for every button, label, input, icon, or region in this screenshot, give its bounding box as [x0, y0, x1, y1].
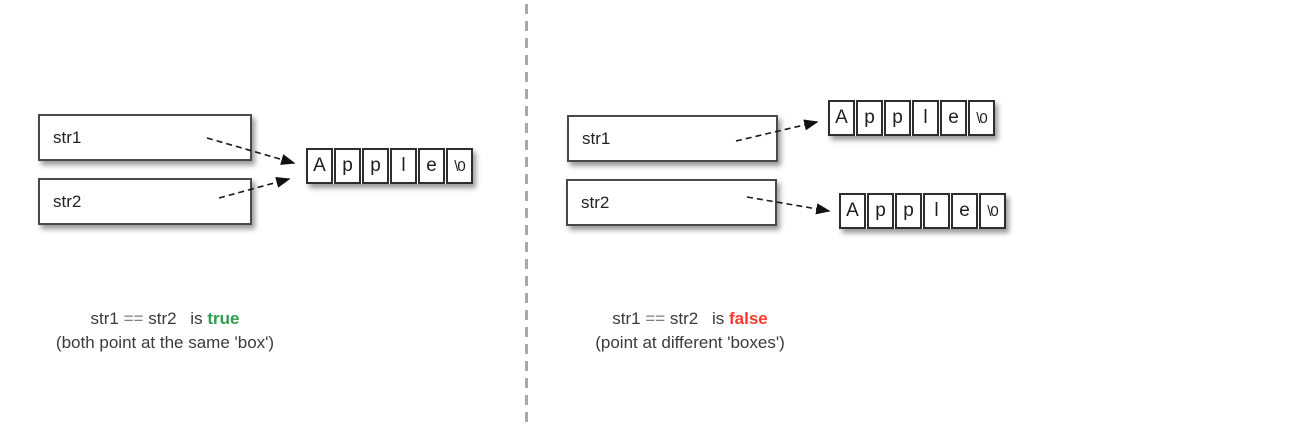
char-cell: A — [306, 148, 333, 184]
right-caption-result-false: false — [729, 309, 768, 328]
left-caption-result-true: true — [207, 309, 240, 328]
char-cell-null-terminator: \0 — [979, 193, 1006, 229]
char-cell: l — [923, 193, 950, 229]
char-cell: p — [856, 100, 883, 136]
char-cell: A — [828, 100, 855, 136]
left-str1-label: str1 — [53, 127, 82, 147]
equality-operator: == — [645, 309, 666, 328]
right-caption-line1: str1 == str2 is false — [530, 307, 850, 331]
char-cell-null-terminator: \0 — [968, 100, 995, 136]
right-str2-pointer-box: str2 — [566, 179, 777, 226]
left-caption-line1: str1 == str2 is true — [5, 307, 325, 331]
char-cell: p — [895, 193, 922, 229]
char-cell: p — [884, 100, 911, 136]
char-cell: p — [334, 148, 361, 184]
char-cell: p — [867, 193, 894, 229]
left-shared-char-array: A p p l e \0 — [306, 148, 473, 184]
right-top-char-array: A p p l e \0 — [828, 100, 995, 136]
right-str1-pointer-box: str1 — [567, 115, 778, 162]
right-bottom-char-array: A p p l e \0 — [839, 193, 1006, 229]
char-cell: p — [362, 148, 389, 184]
panel-divider-dashed-line — [525, 4, 528, 429]
char-cell: A — [839, 193, 866, 229]
right-caption-note: (point at different 'boxes') — [595, 333, 785, 352]
left-str2-pointer-box: str2 — [38, 178, 252, 225]
right-str2-label: str2 — [581, 192, 610, 212]
char-cell: e — [951, 193, 978, 229]
char-cell: l — [912, 100, 939, 136]
right-caption-lhs: str1 — [612, 309, 641, 328]
equality-operator: == — [123, 309, 144, 328]
left-caption-note: (both point at the same 'box') — [55, 333, 275, 352]
left-str1-pointer-box: str1 — [38, 114, 252, 161]
char-cell: e — [418, 148, 445, 184]
right-caption-rhs: str2 — [669, 309, 699, 328]
char-cell: e — [940, 100, 967, 136]
left-caption: str1 == str2 is true (both point at the … — [5, 307, 325, 355]
char-cell-null-terminator: \0 — [446, 148, 473, 184]
left-caption-lhs: str1 — [90, 309, 119, 328]
right-caption-verb: is — [711, 309, 725, 328]
char-cell: l — [390, 148, 417, 184]
right-str1-label: str1 — [582, 128, 611, 148]
right-caption: str1 == str2 is false (point at differen… — [530, 307, 850, 355]
left-caption-rhs: str2 — [148, 309, 177, 328]
left-caption-verb: is — [190, 309, 203, 328]
left-str2-label: str2 — [53, 191, 82, 211]
